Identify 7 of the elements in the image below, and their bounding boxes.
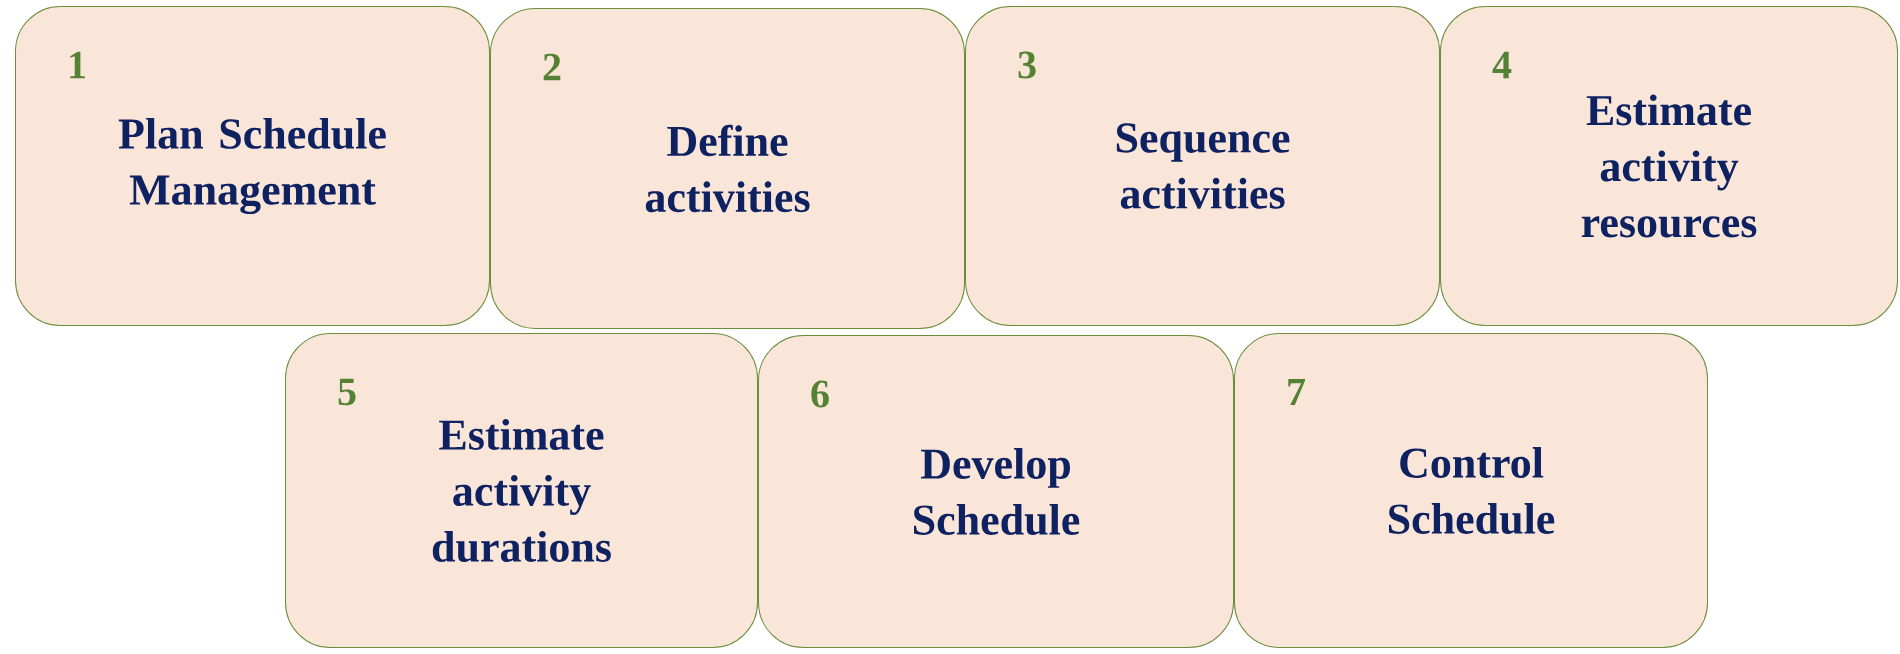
step-number: 1 <box>70 51 85 79</box>
step-number: 3 <box>1018 51 1036 79</box>
step-number: 2 <box>543 53 561 81</box>
step-number: 4 <box>1492 51 1512 79</box>
step-number: 6 <box>811 380 829 408</box>
step-number: 7 <box>1288 378 1306 406</box>
step-number: 5 <box>338 378 356 406</box>
